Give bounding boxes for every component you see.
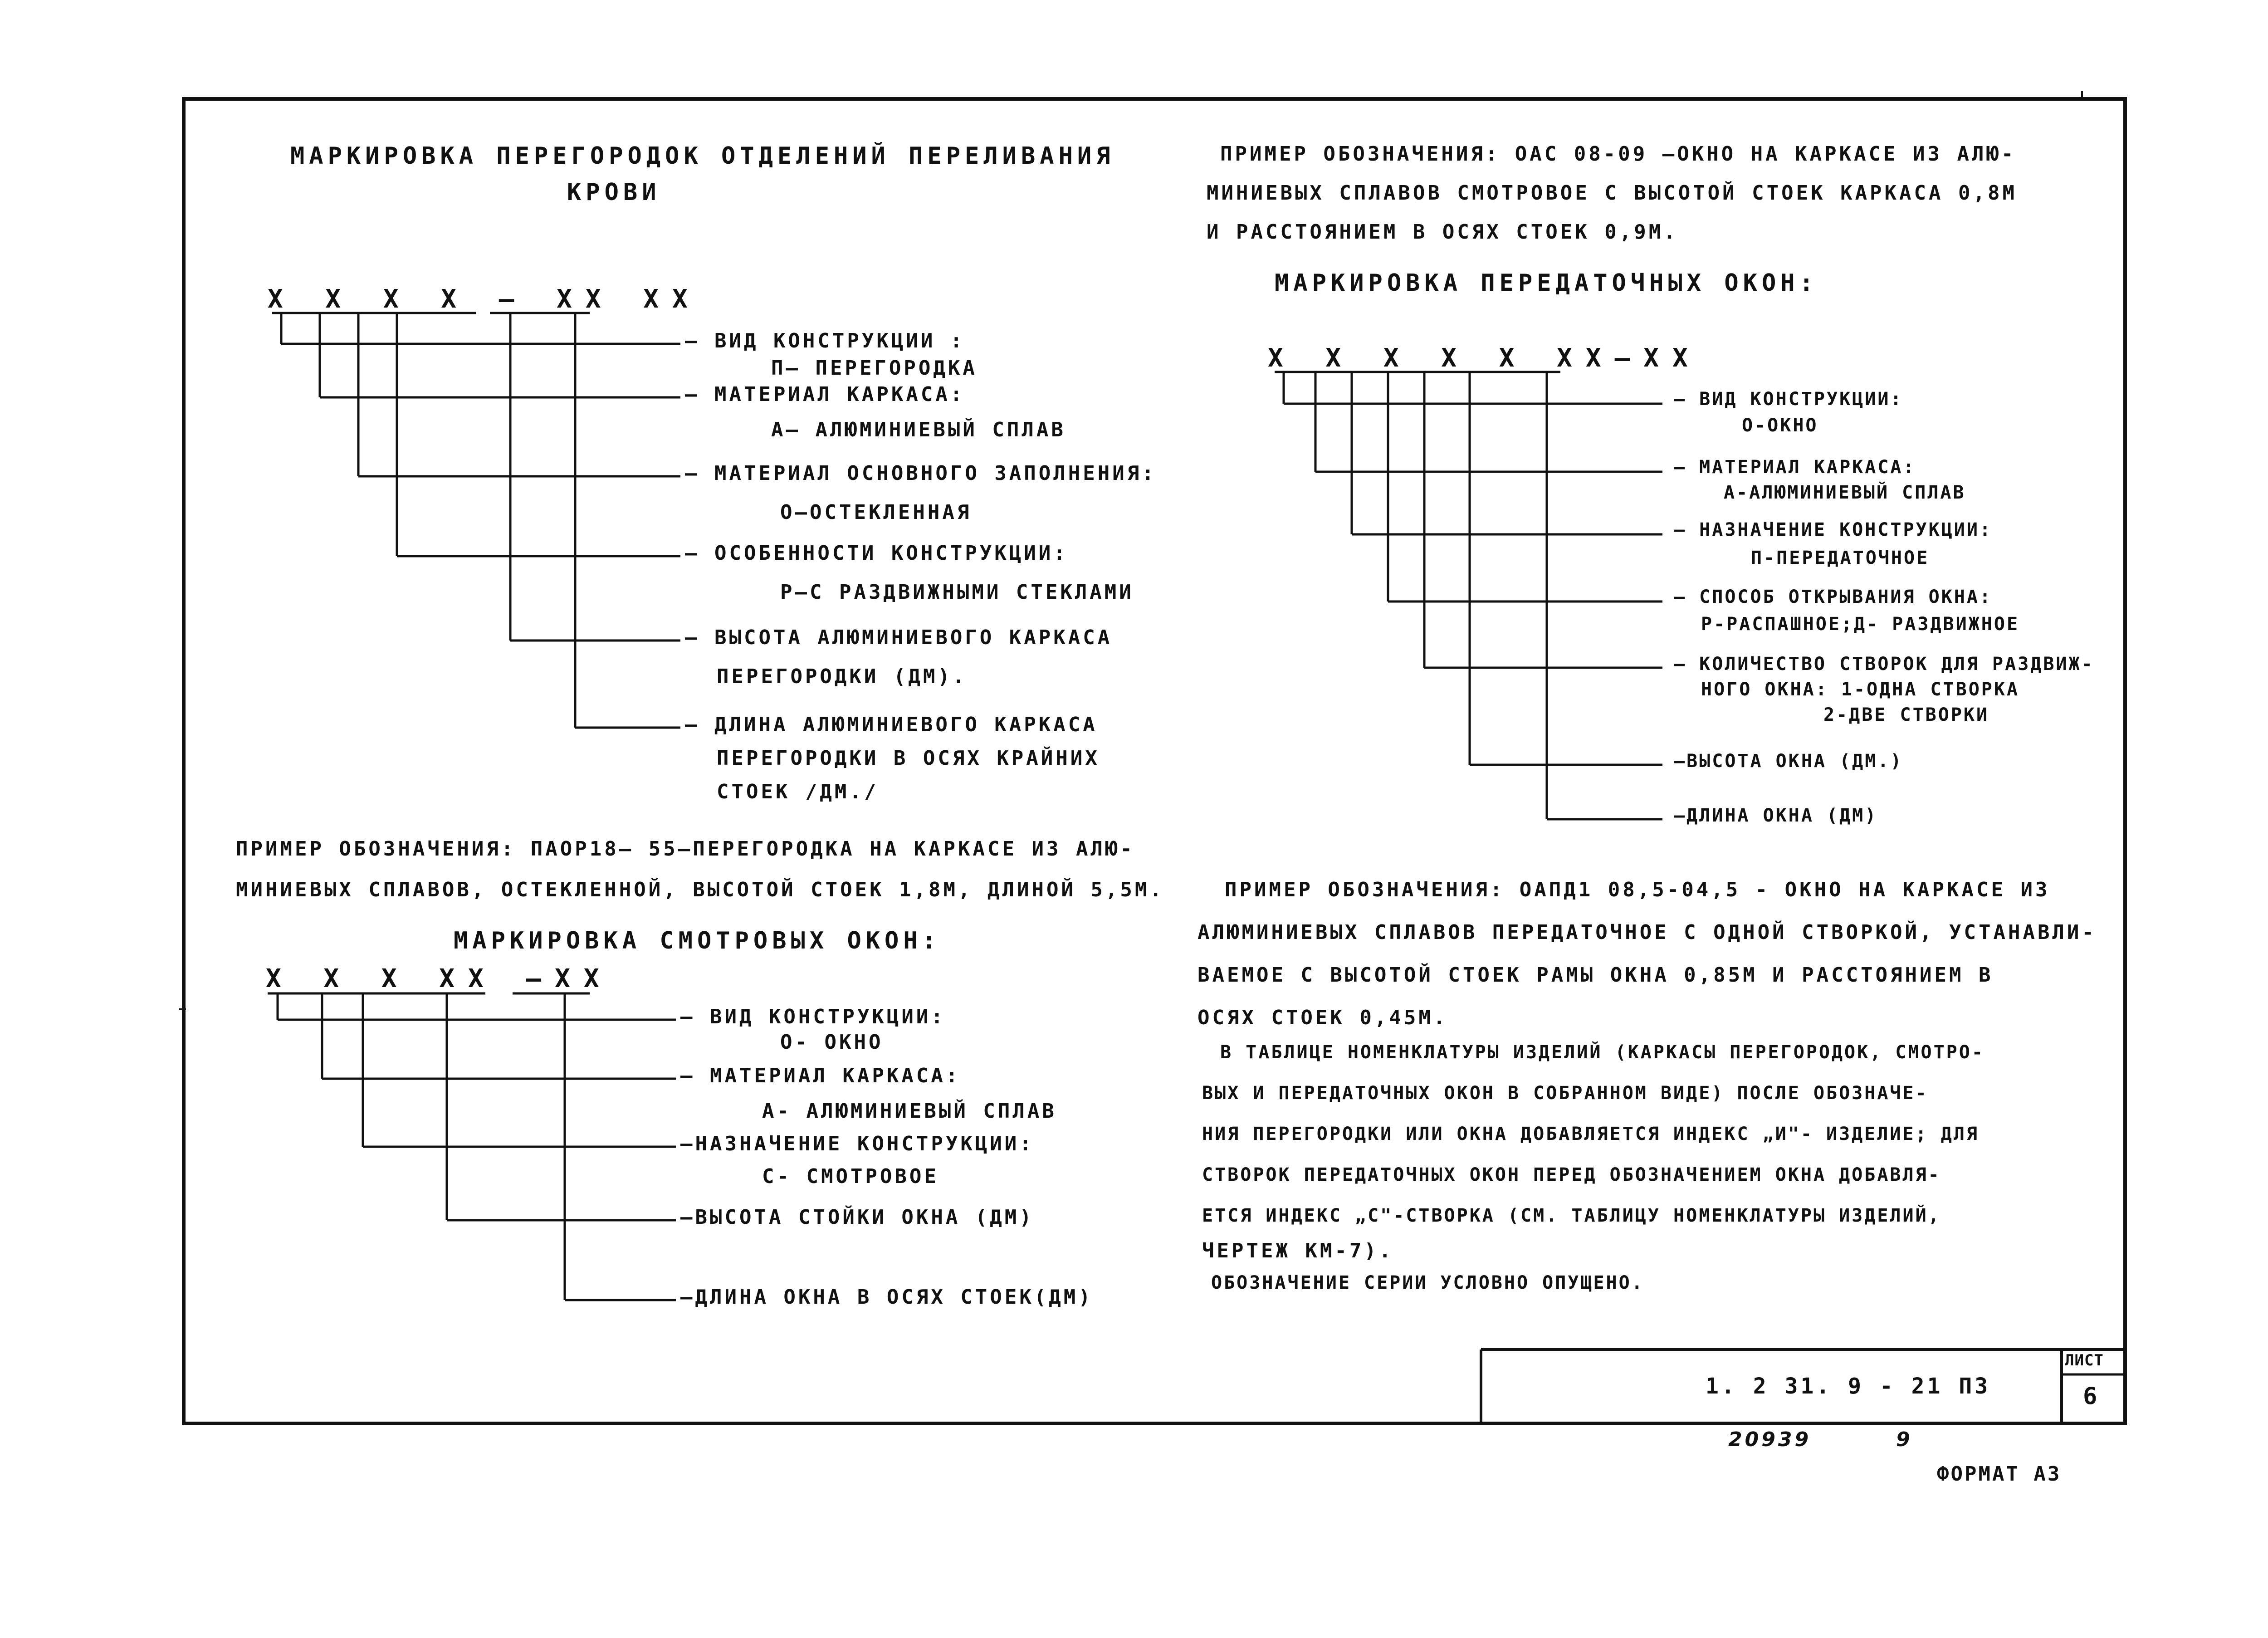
transfer-example: ПРИМЕР ОБОЗНАЧЕНИЯ: ОАПД1 08,5-04,5 - ОК… xyxy=(1225,878,2050,901)
nomenclature-note: ЧЕРТЕЖ КМ-7). xyxy=(1202,1239,1394,1262)
transfer-item-label: — НАЗНАЧЕНИЕ КОНСТРУКЦИИ: xyxy=(1674,519,1993,540)
partition-tree-lines xyxy=(272,312,680,729)
view-item-value: А- АЛЮМИНИЕВЫЙ СПЛАВ xyxy=(762,1100,1057,1123)
partition-marking-title-cont: КРОВИ xyxy=(567,179,661,206)
transfer-item-value: А-АЛЮМИНИЕВЫЙ СПЛАВ xyxy=(1724,482,1966,503)
transfer-item-label: —ВЫСОТА ОКНА (ДМ.) xyxy=(1674,751,1903,772)
view-window-pattern: X X X XX —XX xyxy=(266,964,613,993)
transfer-item-value: О-ОКНО xyxy=(1742,415,1818,436)
partition-item-label: — МАТЕРИАЛ ОСНОВНОГО ЗАПОЛНЕНИЯ: xyxy=(685,462,1157,485)
view-window-example-cont: И РАССТОЯНИЕМ В ОСЯХ СТОЕК 0,9М. xyxy=(1207,220,1678,244)
partition-item-label: — ДЛИНА АЛЮМИНИЕВОГО КАРКАСА xyxy=(685,713,1098,736)
transfer-item-value: НОГО ОКНА: 1-ОДНА СТВОРКА xyxy=(1701,679,2020,700)
transfer-item-value: Р-РАСПАШНОЕ;Д- РАЗДВИЖНОЕ xyxy=(1701,614,2020,635)
inventory-number: 20939 xyxy=(1728,1428,1812,1451)
partition-item-label: — ВИД КОНСТРУКЦИИ : xyxy=(685,329,965,352)
partition-item-value: А— АЛЮМИНИЕВЫЙ СПЛАВ xyxy=(771,418,1066,441)
transfer-example-cont: АЛЮМИНИЕВЫХ СПЛАВОВ ПЕРЕДАТОЧНОЕ С ОДНОЙ… xyxy=(1198,921,2097,944)
view-item-label: —НАЗНАЧЕНИЕ КОНСТРУКЦИИ: xyxy=(680,1132,1034,1155)
transfer-window-tree-lines xyxy=(1275,371,1662,821)
transfer-item-value: П-ПЕРЕДАТОЧНОЕ xyxy=(1751,548,1930,568)
transfer-window-pattern: X X X X X XX—XX xyxy=(1268,343,1701,373)
transfer-item-label: — МАТЕРИАЛ КАРКАСА: xyxy=(1674,457,1916,478)
view-item-value: О- ОКНО xyxy=(780,1031,884,1054)
partition-item-label: — МАТЕРИАЛ КАРКАСА: xyxy=(685,383,965,406)
partition-item-value: О—ОСТЕКЛЕННАЯ xyxy=(780,501,972,524)
view-window-example: ПРИМЕР ОБОЗНАЧЕНИЯ: ОАС 08-09 —ОКНО НА К… xyxy=(1220,142,2016,166)
view-item-value: С- СМОТРОВОЕ xyxy=(762,1165,939,1188)
inventory-suffix: 9 xyxy=(1896,1428,1913,1451)
view-window-tree-lines xyxy=(268,992,676,1301)
view-item-label: —ВЫСОТА СТОЙКИ ОКНА (ДМ) xyxy=(680,1206,1034,1229)
view-window-example-cont: МИНИЕВЫХ СПЛАВОВ СМОТРОВОЕ С ВЫСОТОЙ СТО… xyxy=(1207,181,2017,205)
nomenclature-note: СТВОРОК ПЕРЕДАТОЧНЫХ ОКОН ПЕРЕД ОБОЗНАЧЕ… xyxy=(1202,1164,1941,1185)
nomenclature-note: В ТАБЛИЦЕ НОМЕНКЛАТУРЫ ИЗДЕЛИЙ (КАРКАСЫ … xyxy=(1220,1042,1984,1063)
transfer-item-label: — КОЛИЧЕСТВО СТВОРОК ДЛЯ РАЗДВИЖ- xyxy=(1674,654,2094,675)
partition-item-value: Р—С РАЗДВИЖНЫМИ СТЕКЛАМИ xyxy=(780,581,1134,604)
nomenclature-note: ЕТСЯ ИНДЕКС „С"-СТВОРКА (СМ. ТАБЛИЦУ НОМ… xyxy=(1202,1205,1941,1226)
transfer-example-cont: ВАЕМОЕ С ВЫСОТОЙ СТОЕК РАМЫ ОКНА 0,85М И… xyxy=(1198,963,1994,987)
view-window-title: МАРКИРОВКА СМОТРОВЫХ ОКОН: xyxy=(454,927,941,954)
title-block-lines xyxy=(1480,1348,2125,1423)
transfer-window-title: МАРКИРОВКА ПЕРЕДАТОЧНЫХ ОКОН: xyxy=(1275,269,1818,297)
view-item-label: — ВИД КОНСТРУКЦИИ: xyxy=(680,1005,946,1028)
partition-item-label: — ВЫСОТА АЛЮМИНИЕВОГО КАРКАСА xyxy=(685,626,1113,649)
transfer-item-label: — СПОСОБ ОТКРЫВАНИЯ ОКНА: xyxy=(1674,587,1993,607)
partition-example-cont: МИНИЕВЫХ СПЛАВОВ, ОСТЕКЛЕННОЙ, ВЫСОТОЙ С… xyxy=(236,878,1164,901)
partition-item-value: ПЕРЕГОРОДКИ (ДМ). xyxy=(717,665,968,688)
transfer-item-label: — ВИД КОНСТРУКЦИИ: xyxy=(1674,389,1903,410)
paper-format: ФОРМАТ А3 xyxy=(1937,1462,2062,1486)
view-item-label: —ДЛИНА ОКНА В ОСЯХ СТОЕК(ДМ) xyxy=(680,1286,1093,1309)
sheet-frame xyxy=(182,97,2127,1425)
transfer-item-value: 2-ДВЕ СТВОРКИ xyxy=(1823,704,1989,725)
partition-item-value: ПЕРЕГОРОДКИ В ОСЯХ КРАЙНИХ xyxy=(717,747,1100,770)
sheet-number: 6 xyxy=(2083,1383,2100,1410)
view-item-label: — МАТЕРИАЛ КАРКАСА: xyxy=(680,1064,961,1087)
partition-example: ПРИМЕР ОБОЗНАЧЕНИЯ: ПАОР18— 55—ПЕРЕГОРОД… xyxy=(236,837,1135,861)
series-note: ОБОЗНАЧЕНИЕ СЕРИИ УСЛОВНО ОПУЩЕНО. xyxy=(1211,1272,1644,1293)
transfer-item-label: —ДЛИНА ОКНА (ДМ) xyxy=(1674,805,1878,826)
partition-item-value: П— ПЕРЕГОРОДКА xyxy=(771,357,978,380)
sheet-label: ЛИСТ xyxy=(2065,1351,2104,1369)
partition-item-value: СТОЕК /ДМ./ xyxy=(717,780,879,803)
document-code: 1. 2 31. 9 - 21 ПЗ xyxy=(1706,1374,1991,1399)
transfer-example-cont: ОСЯХ СТОЕК 0,45М. xyxy=(1198,1006,1448,1029)
nomenclature-note: НИЯ ПЕРЕГОРОДКИ ИЛИ ОКНА ДОБАВЛЯЕТСЯ ИНД… xyxy=(1202,1124,1980,1144)
partition-pattern: X X X X — XX XX xyxy=(268,284,701,314)
partition-marking-title: МАРКИРОВКА ПЕРЕГОРОДОК ОТДЕЛЕНИЙ ПЕРЕЛИВ… xyxy=(290,142,1115,170)
nomenclature-note: ВЫХ И ПЕРЕДАТОЧНЫХ ОКОН В СОБРАННОМ ВИДЕ… xyxy=(1202,1083,1928,1104)
partition-item-label: — ОСОБЕННОСТИ КОНСТРУКЦИИ: xyxy=(685,542,1068,565)
